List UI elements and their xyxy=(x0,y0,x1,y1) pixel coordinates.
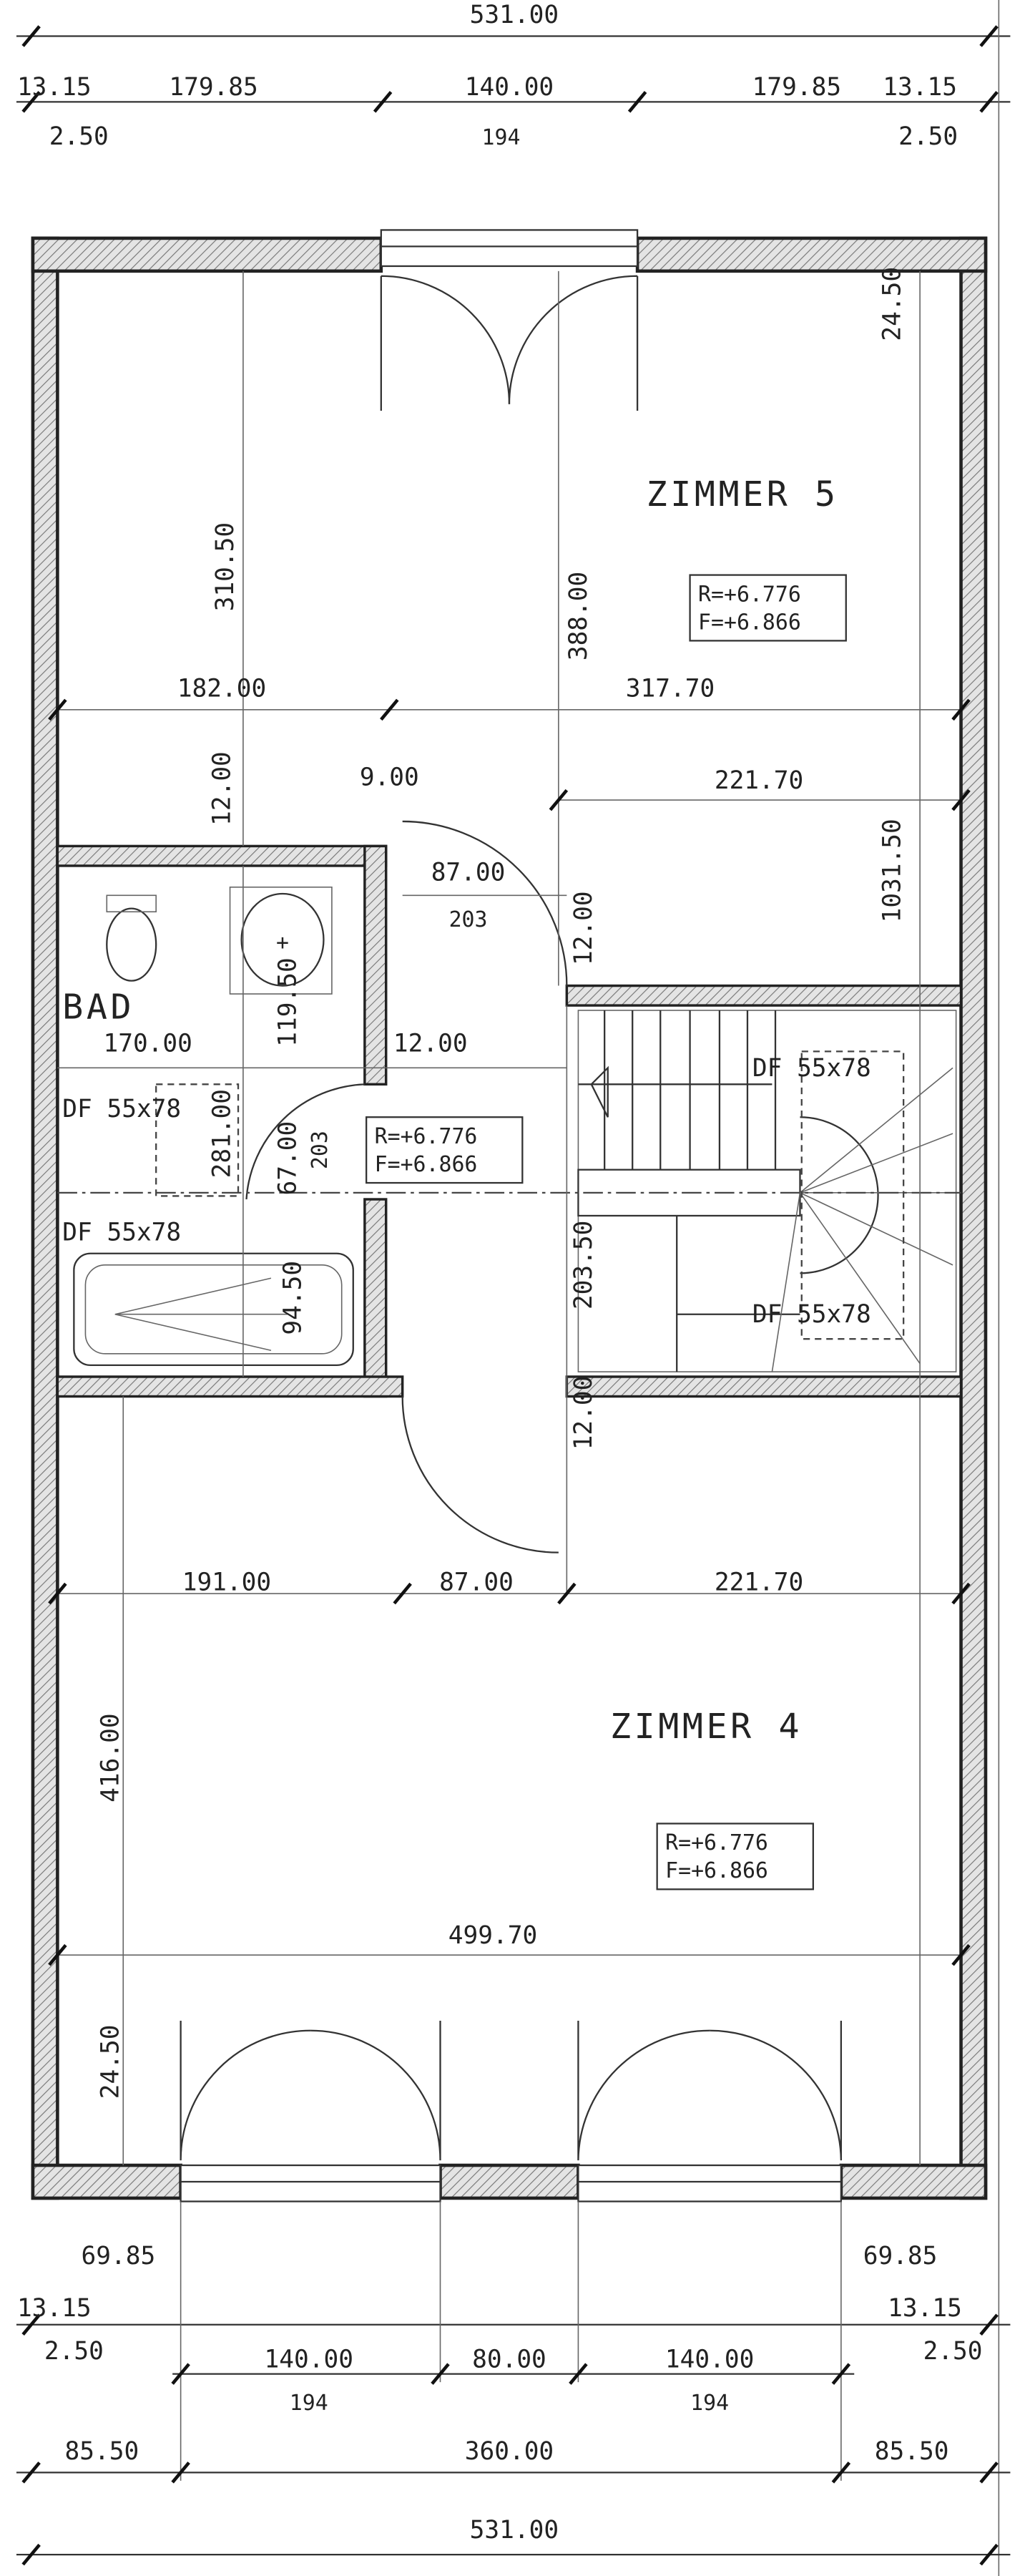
dim-bottom: 2.50 xyxy=(44,2337,104,2366)
room-elevation-r: R=+6.776 xyxy=(698,582,801,607)
dim-bottom: 360.00 xyxy=(465,2437,554,2466)
dim-top: 13.15 xyxy=(883,73,957,102)
bottom-balcony-door-left xyxy=(180,2020,441,2202)
dim-bottom: 85.50 xyxy=(875,2437,949,2466)
dim-label: 1031.50 xyxy=(878,819,907,922)
dim-bottom: 80.00 xyxy=(472,2345,546,2373)
dim-bottom: 194 xyxy=(290,2391,328,2416)
dim-label: 221.70 xyxy=(715,766,803,795)
skylight-label: DF 55x78 xyxy=(62,1218,181,1246)
dim-label: 67.00 xyxy=(273,1121,302,1196)
dim-label: 12.00 xyxy=(208,751,237,826)
bathtub-icon xyxy=(73,1252,354,1367)
dim-label: 87.00 xyxy=(439,1568,514,1596)
room-elevation-r: R=+6.776 xyxy=(375,1124,478,1149)
dim-bottom: 140.00 xyxy=(265,2345,353,2373)
dim-bottom: 140.00 xyxy=(665,2345,754,2373)
skylight-labels: DF 55x78 DF 55x78 DF 55x78 DF 55x78 xyxy=(62,1054,870,1329)
dim-bottom: 13.15 xyxy=(888,2294,962,2323)
dim-label: 9.00 xyxy=(360,763,419,791)
dim-label: 119.50 xyxy=(273,957,302,1046)
dim-label: 24.50 xyxy=(96,2025,124,2099)
skylight-label: DF 55x78 xyxy=(752,1054,871,1083)
room-elevation-r: R=+6.776 xyxy=(665,1830,768,1855)
top-dimensions: 531.00 13.15 179.85 140.00 179.85 13.15 … xyxy=(16,0,1011,2576)
dim-bottom: 13.15 xyxy=(17,2294,92,2323)
skylight-label: DF 55x78 xyxy=(62,1095,181,1123)
dim-label: 182.00 xyxy=(177,674,266,703)
room-elevation-f: F=+6.866 xyxy=(665,1858,768,1883)
top-balcony-door xyxy=(380,229,639,411)
dim-label: 191.00 xyxy=(182,1568,271,1596)
room-zimmer-5: ZIMMER 5 R=+6.776 F=+6.866 xyxy=(647,474,847,642)
dim-label: 281.00 xyxy=(208,1089,237,1178)
room-name: BAD xyxy=(62,987,134,1027)
dim-label: 203 xyxy=(449,907,488,932)
walls xyxy=(31,236,988,2200)
dim-label: 12.00 xyxy=(569,891,598,965)
dim-label: 94.50 xyxy=(278,1261,307,1335)
bottom-balcony-door-right xyxy=(577,2020,843,2202)
dim-top: 2.50 xyxy=(49,122,109,151)
room-name: ZIMMER 4 xyxy=(610,1707,803,1747)
dim-overall-top: 531.00 xyxy=(470,1,559,29)
hallway-elevation: R=+6.776 F=+6.866 xyxy=(366,1116,524,1184)
dim-label: 170.00 xyxy=(103,1029,192,1058)
dim-label: 221.70 xyxy=(715,1568,803,1596)
dim-label: 24.50 xyxy=(878,267,907,341)
interior-dim-lines xyxy=(48,270,971,2166)
dim-top: 2.50 xyxy=(898,122,958,151)
dim-label: 499.70 xyxy=(448,1921,537,1950)
door-zimmer5 xyxy=(402,820,568,986)
svg-text:+: + xyxy=(276,930,289,955)
staircase xyxy=(577,1010,957,1372)
sink-icon xyxy=(240,892,325,987)
dim-label: 12.00 xyxy=(569,1376,598,1450)
dim-bottom: 85.50 xyxy=(65,2437,139,2466)
dim-label: 203 xyxy=(308,1131,333,1169)
door-zimmer4 xyxy=(401,1396,559,1553)
bottom-dimensions: 69.85 69.85 13.15 13.15 2.50 2.50 140.00… xyxy=(16,2201,1011,2566)
dim-bottom: 69.85 xyxy=(863,2242,938,2270)
dim-label: 203.50 xyxy=(569,1221,598,1309)
dim-top: 194 xyxy=(482,125,521,150)
dim-bottom: 2.50 xyxy=(923,2337,983,2366)
dim-bottom: 194 xyxy=(690,2391,729,2416)
room-zimmer-4: ZIMMER 4 R=+6.776 F=+6.866 xyxy=(610,1707,814,1890)
room-bad: BAD xyxy=(62,987,134,1027)
room-elevation-f: F=+6.866 xyxy=(698,610,801,635)
dim-overall-bottom: 531.00 xyxy=(470,2516,559,2545)
toilet-icon xyxy=(106,907,157,982)
dim-top: 179.85 xyxy=(752,73,841,102)
dim-label: 317.70 xyxy=(626,674,715,703)
dim-label: 12.00 xyxy=(393,1029,468,1058)
dim-top: 13.15 xyxy=(17,73,92,102)
dim-bottom: 69.85 xyxy=(82,2242,156,2270)
door-bad xyxy=(245,1083,365,1200)
dim-top: 140.00 xyxy=(465,73,554,102)
dim-label: 87.00 xyxy=(431,859,506,887)
dim-label: 416.00 xyxy=(96,1713,124,1802)
dim-top: 179.85 xyxy=(169,73,258,102)
room-elevation-f: F=+6.866 xyxy=(375,1152,478,1177)
room-name: ZIMMER 5 xyxy=(647,474,839,514)
skylight-label: DF 55x78 xyxy=(752,1300,871,1329)
dim-label: 310.50 xyxy=(211,522,240,611)
interior-dimensions: 182.00 317.70 9.00 221.70 87.00 203 12.0… xyxy=(96,267,906,2099)
dim-label: 388.00 xyxy=(564,572,593,660)
bathroom-fixtures: + xyxy=(73,886,354,1367)
